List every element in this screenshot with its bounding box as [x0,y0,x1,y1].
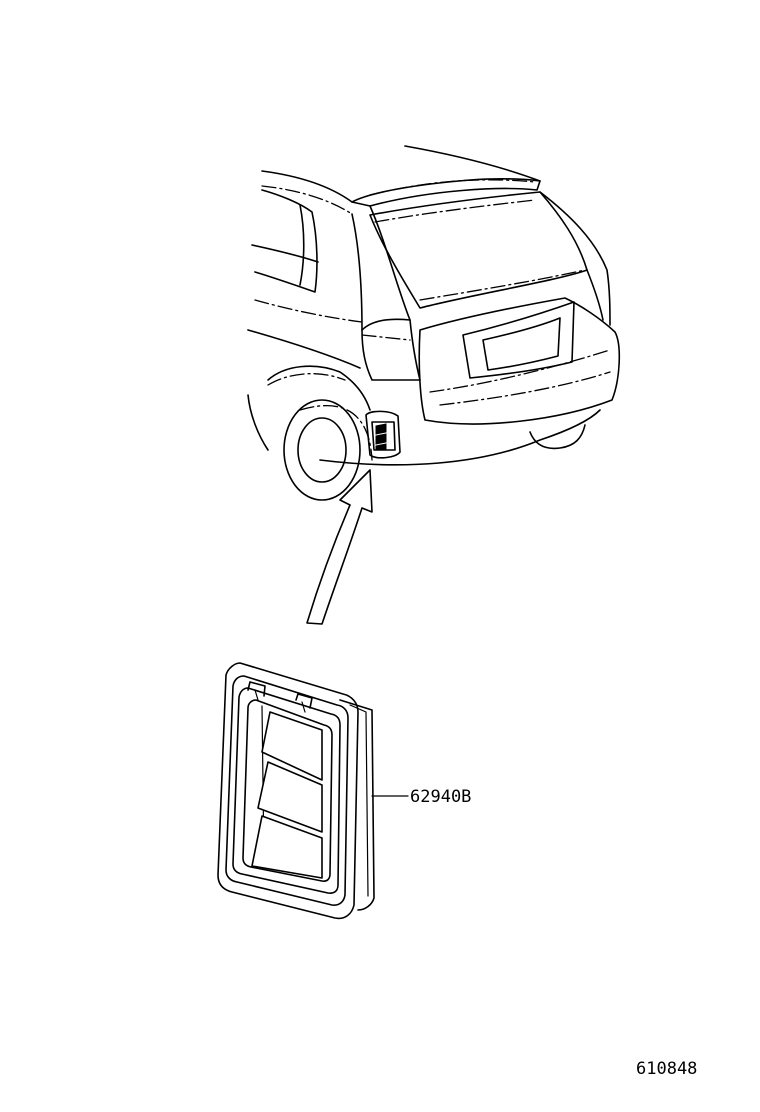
vehicle-rear-illustration [247,145,621,501]
drawing-number: 610848 [636,1059,697,1079]
part-number-label: 62940B [410,787,471,807]
vent-part-illustration [217,662,409,920]
pointer-arrow [306,469,373,625]
vent-on-body [365,410,401,459]
